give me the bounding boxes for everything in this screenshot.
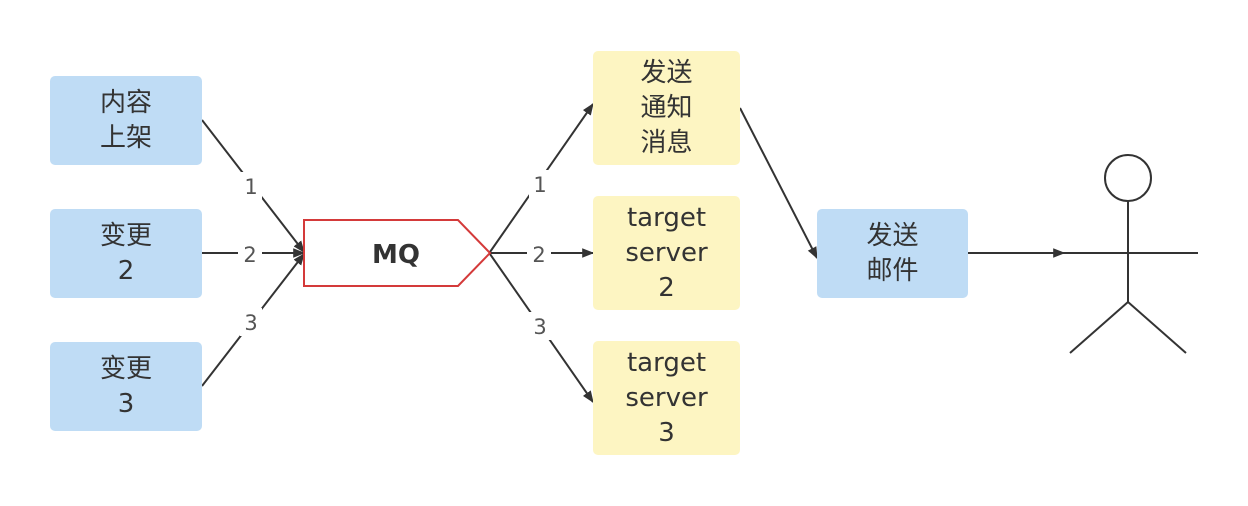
edge-out-3-label: 3 bbox=[533, 315, 546, 339]
target-node-server-3: target server 3 bbox=[593, 341, 740, 455]
edge-in-2-label: 2 bbox=[243, 243, 256, 267]
queue-label: MQ bbox=[372, 240, 420, 270]
target-node-server-2: target server 2 bbox=[593, 196, 740, 310]
source-node-label: 变更 2 bbox=[99, 220, 152, 286]
edge-in-1-label: 1 bbox=[244, 175, 257, 199]
target-node-label: target server 2 bbox=[625, 202, 708, 303]
edge-out-2-label: 2 bbox=[532, 243, 545, 267]
edge-notify-to-email bbox=[739, 107, 818, 260]
source-node-change-3: 变更 3 bbox=[50, 342, 202, 431]
target-node-send-notification: 发送 通知 消息 bbox=[593, 51, 740, 165]
target-node-label: 发送 通知 消息 bbox=[640, 57, 693, 158]
source-node-label: 变更 3 bbox=[99, 353, 152, 419]
email-node: 发送 邮件 bbox=[817, 209, 968, 298]
edge-out-1-label: 1 bbox=[533, 173, 546, 197]
source-node-label: 内容 上架 bbox=[99, 87, 152, 153]
edge-in-3-label: 3 bbox=[244, 311, 257, 335]
source-node-content-publish: 内容 上架 bbox=[50, 76, 202, 165]
source-node-change-2: 变更 2 bbox=[50, 209, 202, 298]
person-icon bbox=[1060, 154, 1198, 354]
target-node-label: target server 3 bbox=[625, 347, 708, 448]
email-node-label: 发送 邮件 bbox=[866, 220, 919, 286]
queue-node bbox=[303, 219, 492, 287]
